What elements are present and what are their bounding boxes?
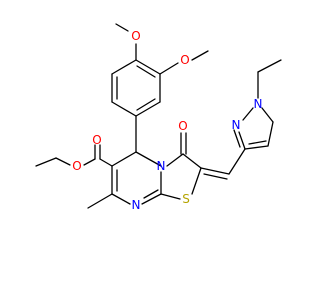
atom-label-thiazole-carbonyl-oxygen: O	[178, 119, 187, 133]
atom-label-ring-fused-nitrogen: N	[157, 159, 166, 173]
bond	[135, 101, 161, 117]
bond	[248, 140, 267, 145]
bond	[135, 59, 161, 75]
bond	[257, 59, 282, 73]
atom-labels: O O O O O N N S N N	[72, 29, 262, 212]
bond	[166, 153, 184, 167]
atom-label-ester-ether-oxygen: O	[72, 159, 81, 173]
atom-label-methoxy-right-oxygen: O	[180, 53, 189, 67]
bond	[115, 23, 129, 32]
bond	[99, 158, 113, 167]
molecule-svg: O O O O O N N S N N	[35, 23, 282, 212]
bond	[111, 151, 137, 167]
bond	[200, 167, 230, 175]
bond	[111, 59, 137, 75]
bond	[242, 107, 254, 121]
bond	[83, 158, 96, 166]
bond	[87, 193, 113, 209]
bond	[203, 173, 228, 180]
bond	[35, 157, 57, 167]
bond	[136, 98, 156, 111]
bond	[191, 50, 209, 61]
bond	[159, 62, 179, 75]
atom-label-pyrazole-n2-nitrogen: N	[232, 118, 241, 132]
bond	[238, 131, 246, 150]
bond	[191, 167, 202, 195]
bond	[267, 121, 274, 147]
bond	[111, 101, 137, 117]
atom-label-pyrazole-n1-nitrogen: N	[254, 97, 263, 111]
bond	[228, 148, 246, 175]
bond	[182, 153, 202, 169]
atom-label-thiazole-sulfur: S	[182, 192, 190, 206]
bond	[261, 107, 274, 123]
atom-label-ester-carbonyl-oxygen: O	[92, 133, 101, 147]
bond	[55, 157, 71, 166]
atom-label-methoxy-top-oxygen: O	[131, 29, 140, 43]
bonds	[35, 23, 282, 209]
bond	[111, 193, 131, 205]
bond	[143, 189, 159, 199]
bond	[244, 145, 269, 150]
bond	[233, 129, 241, 148]
bond	[141, 193, 162, 205]
atom-label-ring-imine-nitrogen: N	[132, 198, 141, 212]
molecule-structure-diagram: O O O O O N N S N N	[35, 23, 282, 212]
bond	[160, 193, 181, 200]
bond	[135, 151, 162, 167]
bond	[136, 65, 156, 78]
